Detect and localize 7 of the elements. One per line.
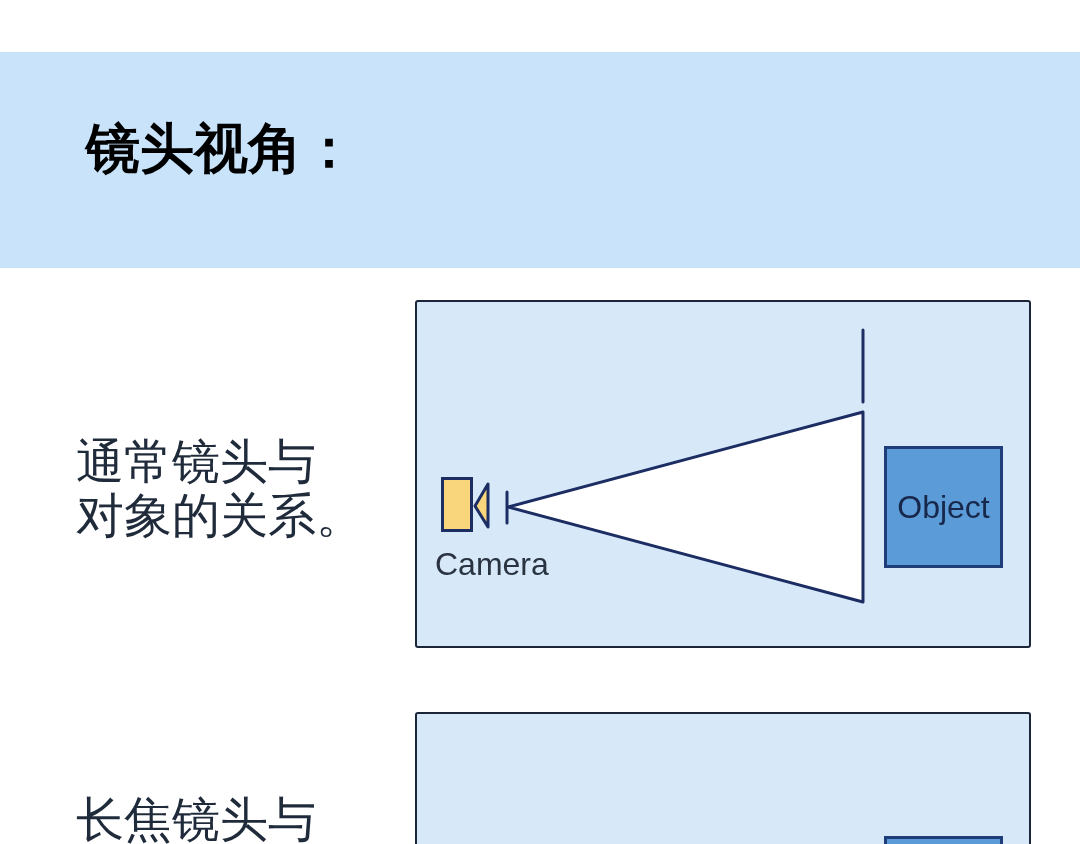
object-box [884,836,1003,844]
camera-label: Camera [435,548,549,580]
title: 镜头视角： [86,121,356,175]
diagram-panel [415,712,1031,844]
side-caption: 通常镜头与对象的关系。 [76,435,365,543]
object-box: Object [884,446,1003,568]
side-caption: 长焦镜头与 [76,796,317,844]
